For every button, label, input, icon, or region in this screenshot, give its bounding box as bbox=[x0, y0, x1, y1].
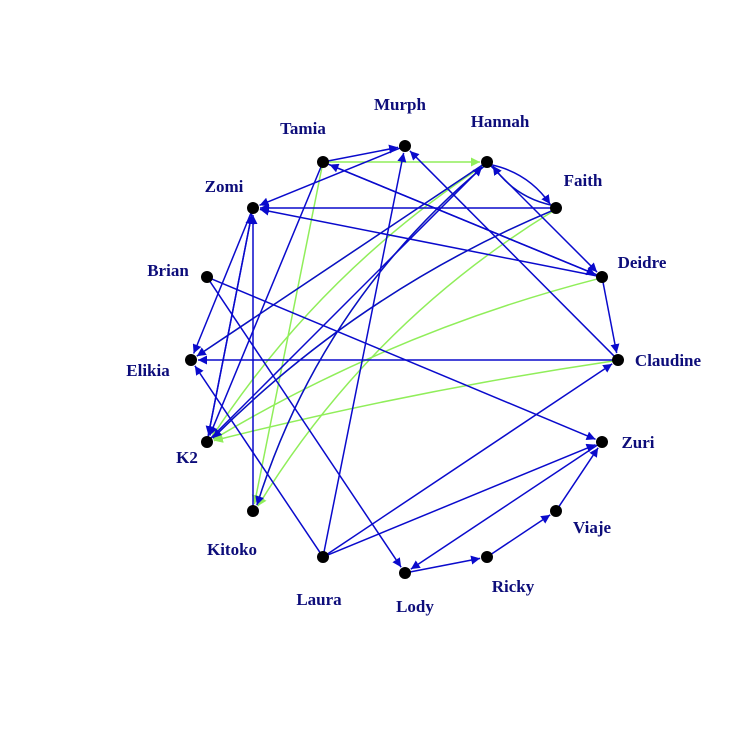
edge-laura-to-zuri bbox=[327, 443, 596, 556]
node-laura bbox=[317, 551, 329, 563]
node-zuri bbox=[596, 436, 608, 448]
green-edges bbox=[196, 157, 614, 507]
edge-zuri-to-lody bbox=[410, 444, 599, 570]
edge-brian-to-lody bbox=[209, 280, 402, 568]
node-label-k2: K2 bbox=[176, 448, 198, 467]
edge-claudine-to-murph bbox=[409, 150, 616, 357]
node-lody bbox=[399, 567, 411, 579]
node-elikia bbox=[185, 354, 197, 366]
node-tamia bbox=[317, 156, 329, 168]
node-murph bbox=[399, 140, 411, 152]
node-label-zomi: Zomi bbox=[205, 177, 244, 196]
nodes: MurphHannahFaithDeidreClaudineZuriViajeR… bbox=[126, 95, 701, 616]
node-label-deidre: Deidre bbox=[618, 253, 667, 272]
edge-deidre-to-claudine bbox=[602, 281, 620, 354]
edge-tamia-to-murph bbox=[327, 144, 399, 162]
node-label-murph: Murph bbox=[374, 95, 427, 114]
node-label-zuri: Zuri bbox=[621, 433, 654, 452]
node-label-brian: Brian bbox=[147, 261, 189, 280]
edge-claudine-to-k2 bbox=[213, 360, 614, 443]
edge-deidre-to-tamia bbox=[329, 163, 598, 276]
node-brian bbox=[201, 271, 213, 283]
node-label-laura: Laura bbox=[296, 590, 342, 609]
node-label-tamia: Tamia bbox=[280, 119, 326, 138]
edge-murph-to-zomi bbox=[259, 147, 401, 207]
edge-brian-to-zuri bbox=[211, 278, 596, 440]
blue-edges bbox=[192, 144, 620, 573]
node-label-claudine: Claudine bbox=[635, 351, 702, 370]
node-zomi bbox=[247, 202, 259, 214]
edge-viaje-to-zuri bbox=[558, 447, 599, 508]
node-k2 bbox=[201, 436, 213, 448]
node-kitoko bbox=[247, 505, 259, 517]
edge-hannah-to-kitoko bbox=[255, 165, 485, 506]
edge-hannah-to-elikia bbox=[196, 164, 484, 357]
edge-laura-to-murph bbox=[323, 152, 407, 553]
edge-laura-to-claudine bbox=[326, 363, 613, 555]
node-label-ricky: Ricky bbox=[492, 577, 535, 596]
node-hannah bbox=[481, 156, 493, 168]
edge-k2-to-zomi bbox=[207, 214, 255, 438]
edge-k2-to-hannah bbox=[210, 166, 483, 439]
node-ricky bbox=[481, 551, 493, 563]
edge-faith-to-hannah bbox=[492, 165, 552, 206]
edge-ricky-to-viaje bbox=[490, 514, 551, 555]
node-faith bbox=[550, 202, 562, 214]
node-deidre bbox=[596, 271, 608, 283]
edge-faith-to-kitoko bbox=[257, 210, 553, 507]
node-viaje bbox=[550, 505, 562, 517]
edge-hannah-to-deidre bbox=[490, 165, 598, 273]
node-label-faith: Faith bbox=[564, 171, 603, 190]
node-label-hannah: Hannah bbox=[471, 112, 530, 131]
edge-deidre-to-k2 bbox=[213, 278, 598, 440]
edge-deidre-to-zomi bbox=[259, 206, 598, 277]
node-label-elikia: Elikia bbox=[126, 361, 170, 380]
edge-hannah-to-k2 bbox=[211, 164, 484, 438]
edge-lody-to-ricky bbox=[409, 555, 481, 573]
edge-hannah-to-kitoko bbox=[255, 165, 485, 506]
edge-faith-to-hannah bbox=[492, 165, 552, 206]
node-label-lody: Lody bbox=[396, 597, 434, 616]
node-label-kitoko: Kitoko bbox=[207, 540, 257, 559]
node-label-viaje: Viaje bbox=[573, 518, 612, 537]
edge-hannah-to-faith bbox=[491, 164, 551, 205]
node-claudine bbox=[612, 354, 624, 366]
